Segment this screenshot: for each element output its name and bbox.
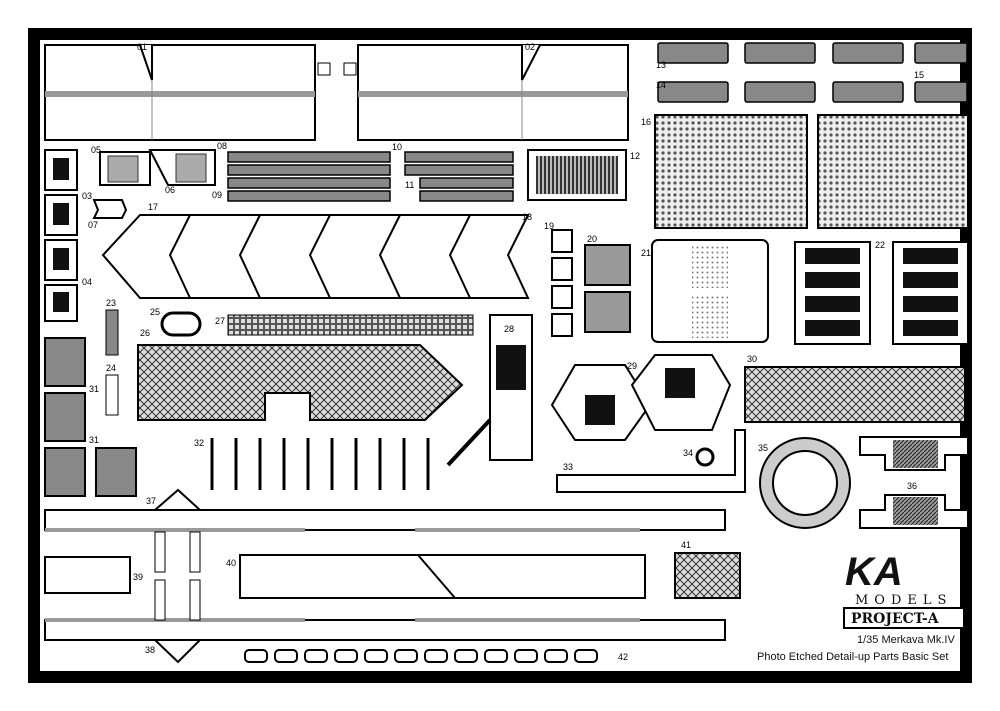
part-40 <box>239 554 646 599</box>
ka-logo: KA <box>845 550 903 594</box>
label-05: 05 <box>91 145 101 155</box>
part-16 <box>654 114 969 229</box>
part-01 <box>44 44 331 141</box>
label-16: 16 <box>641 117 651 127</box>
part-42 <box>244 649 598 663</box>
label-41: 41 <box>681 540 691 550</box>
part-23 <box>105 309 119 356</box>
part-22 <box>794 241 969 345</box>
label-22: 22 <box>875 240 885 250</box>
brand-block: KA MODELS PROJECT-A 1/35 Merkava Mk.IV P… <box>757 550 965 663</box>
label-33: 33 <box>563 462 573 472</box>
label-38: 38 <box>145 645 155 655</box>
label-26: 26 <box>140 328 150 338</box>
label-03: 03 <box>82 191 92 201</box>
part-32 <box>210 438 430 490</box>
part-31 <box>44 337 137 497</box>
part-29 <box>550 354 732 441</box>
label-23: 23 <box>106 298 116 308</box>
project-box <box>843 607 965 629</box>
label-42: 42 <box>618 652 628 662</box>
part-07 <box>92 199 128 219</box>
part-34 <box>695 447 715 467</box>
part-20 <box>584 244 631 333</box>
label-12: 12 <box>630 151 640 161</box>
part-13-14-15 <box>657 42 968 103</box>
label-30: 30 <box>747 354 757 364</box>
label-11: 11 <box>405 180 414 190</box>
part-27 <box>227 314 474 336</box>
label-17: 17 <box>148 202 158 212</box>
label-20: 20 <box>587 234 597 244</box>
label-14: 14 <box>656 80 666 90</box>
label-01: 01 <box>137 42 147 52</box>
part-09-10-11 <box>227 151 514 202</box>
label-10: 10 <box>392 142 402 152</box>
label-27: 27 <box>215 316 225 326</box>
label-31b: 31 <box>89 435 99 445</box>
part-37-38 <box>44 488 726 664</box>
part-12 <box>527 149 627 201</box>
label-35: 35 <box>758 443 768 453</box>
part-19 <box>551 229 573 337</box>
label-15: 15 <box>914 70 924 80</box>
label-40: 40 <box>226 558 236 568</box>
part-02 <box>343 44 629 141</box>
label-18: 18 <box>522 212 532 222</box>
label-24: 24 <box>106 363 116 373</box>
label-06: 06 <box>165 185 175 195</box>
project-a-text: PROJECT-A <box>851 611 940 627</box>
part-17-18 <box>101 214 530 299</box>
part-24 <box>105 374 119 416</box>
label-13: 13 <box>656 60 666 70</box>
label-39: 39 <box>133 572 143 582</box>
label-36: 36 <box>907 481 917 491</box>
models-text: MODELS <box>855 593 952 608</box>
part-05-06-08 <box>99 149 216 186</box>
part-33 <box>556 429 746 493</box>
label-19: 19 <box>544 221 554 231</box>
label-29: 29 <box>627 361 637 371</box>
label-08: 08 <box>217 141 227 151</box>
label-04: 04 <box>82 277 92 287</box>
part-03-04 <box>44 149 78 322</box>
part-number-labels: 01 02 03 04 05 06 07 08 09 10 11 12 13 1… <box>82 42 924 662</box>
label-02: 02 <box>525 42 535 52</box>
part-41 <box>674 552 741 599</box>
label-25: 25 <box>150 307 160 317</box>
part-39 <box>44 556 131 594</box>
part-25 <box>160 311 202 337</box>
label-09: 09 <box>212 190 222 200</box>
label-28: 28 <box>504 324 514 334</box>
part-36 <box>859 436 969 529</box>
part-35 <box>759 437 851 529</box>
label-34: 34 <box>683 448 693 458</box>
part-30 <box>744 366 966 423</box>
part-28 <box>446 314 533 467</box>
label-37: 37 <box>146 496 156 506</box>
label-31a: 31 <box>89 384 99 394</box>
label-21: 21 <box>641 248 651 258</box>
part-26 <box>137 344 464 421</box>
label-32: 32 <box>194 438 204 448</box>
label-07: 07 <box>88 220 98 230</box>
part-21 <box>651 239 769 343</box>
kit-scale-title: 1/35 Merkava Mk.IV <box>857 634 955 646</box>
kit-description: Photo Etched Detail-up Parts Basic Set <box>757 651 948 663</box>
